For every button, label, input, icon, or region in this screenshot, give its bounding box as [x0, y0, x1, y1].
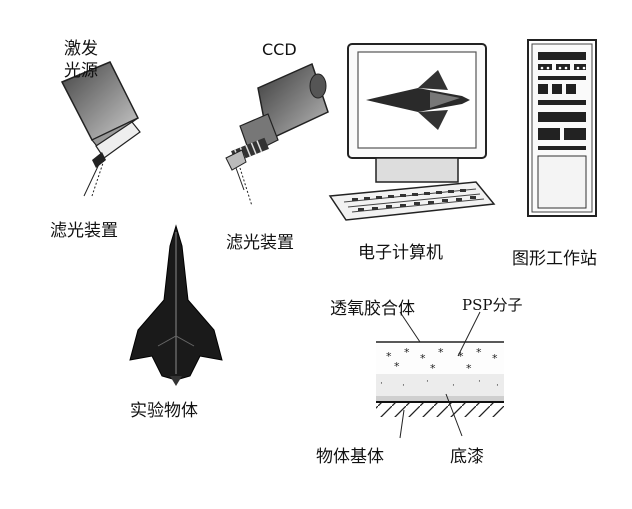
computer-monitor [328, 43, 496, 221]
workstation-rack [527, 39, 597, 217]
psp-molecules-label: PSP分子 [462, 296, 523, 314]
svg-text:*: * [466, 362, 472, 375]
svg-text:*: * [438, 346, 444, 359]
svg-text:*: * [420, 352, 426, 365]
svg-text:·: · [496, 381, 499, 391]
primer-label: 底漆 [450, 447, 484, 467]
psp-layer-section: * * * * * * * * * * · · · · · · [376, 311, 504, 439]
svg-text:*: * [458, 350, 464, 363]
computer-label: 电子计算机 [358, 243, 443, 263]
substrate-label: 物体基体 [316, 447, 384, 467]
svg-text:·: · [478, 377, 481, 387]
light-source-label-line2: 光源 [64, 61, 98, 81]
ccd-camera [225, 62, 329, 207]
svg-text:·: · [426, 377, 429, 387]
test-object-label: 实验物体 [130, 401, 198, 421]
ccd-label: CCD [262, 40, 297, 59]
svg-text:*: * [386, 350, 392, 363]
svg-text:·: · [380, 379, 383, 389]
svg-text:*: * [394, 360, 400, 373]
light-source-lamp [60, 61, 141, 197]
svg-text:*: * [430, 362, 436, 375]
filter-right-label: 滤光装置 [226, 233, 294, 253]
svg-text:·: · [452, 381, 455, 391]
svg-text:*: * [404, 346, 410, 359]
workstation-label: 图形工作站 [512, 249, 597, 269]
test-aircraft [129, 224, 223, 386]
svg-text:*: * [476, 346, 482, 359]
binder-label: 透氧胶合体 [330, 299, 415, 319]
filter-left-label: 滤光装置 [50, 221, 118, 241]
svg-text:*: * [492, 352, 498, 365]
svg-text:·: · [402, 381, 405, 391]
light-source-label-line1: 激发 [64, 39, 98, 59]
